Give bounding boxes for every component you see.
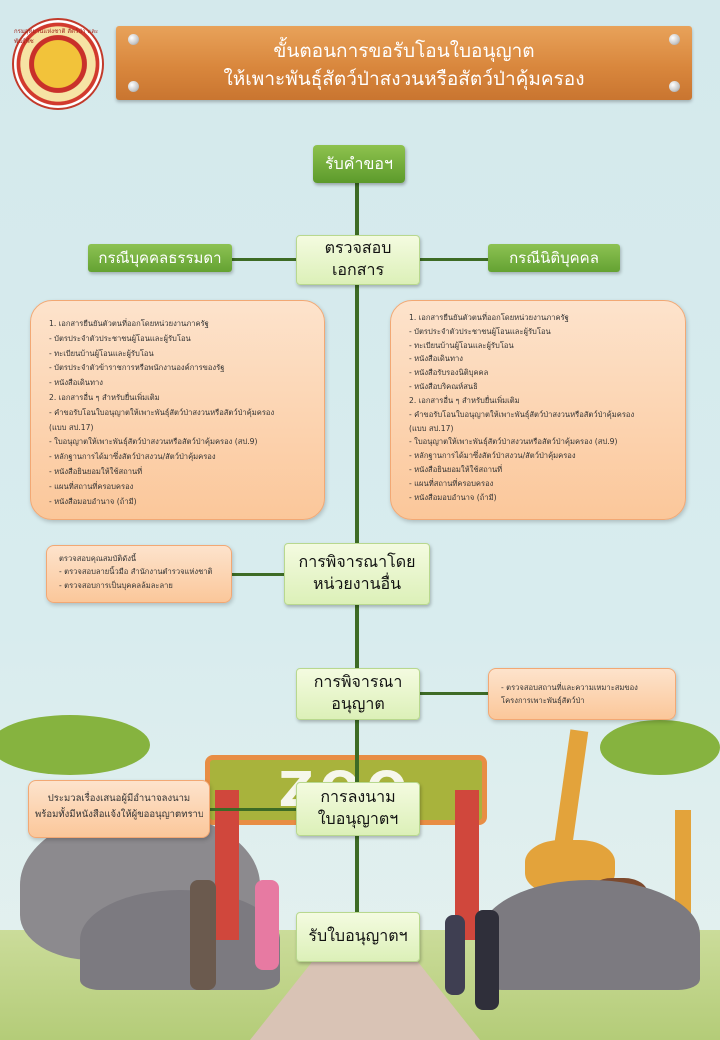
page-title-line2: ให้เพาะพันธุ์สัตว์ป่าสงวนหรือสัตว์ป่าคุ้… — [223, 69, 585, 90]
list-item: - แผนที่สถานที่ครอบครอง — [409, 478, 494, 488]
department-logo: กรมอุทยานแห่งชาติ สัตว์ป่า และพันธุ์พืช — [12, 18, 104, 110]
juristic-docs-list: 1. เอกสารยืนยันตัวตนที่ออกโดยหน่วยงานภาค… — [409, 311, 675, 504]
step-document-check-line2: เอกสาร — [331, 262, 385, 279]
other-agency-notes-list: ตรวจสอบคุณสมบัติดังนี้ - ตรวจสอบลายนิ้วมื… — [59, 552, 223, 592]
tree-left — [0, 715, 150, 775]
sign-notes-box: ประมวลเรื่องเสนอผู้มีอำนาจลงนามพร้อมทั้ง… — [28, 780, 210, 838]
visitor-4 — [475, 910, 499, 1010]
list-item: - หนังสือยินยอมให้ใช้สถานที่ — [409, 464, 503, 474]
list-item: ประมวลเรื่องเสนอผู้มีอำนาจลงนาม — [47, 793, 191, 804]
list-item: ตรวจสอบคุณสมบัติดังนี้ — [59, 554, 137, 563]
other-agency-notes-box: ตรวจสอบคุณสมบัติดังนี้ - ตรวจสอบลายนิ้วมื… — [46, 545, 232, 603]
individual-docs-box: 1. เอกสารยืนยันตัวตนที่ออกโดยหน่วยงานภาค… — [30, 300, 325, 520]
list-item: - ใบอนุญาตให้เพาะพันธุ์สัตว์ป่าสงวนหรือส… — [409, 437, 618, 447]
step-approval-line2: อนุญาต — [331, 696, 385, 713]
visitor-2 — [255, 880, 279, 970]
list-item: 2. เอกสารอื่น ๆ สำหรับยื่นเพิ่มเติม — [409, 395, 520, 405]
list-item: - บัตรประจำตัวข้าราชการหรือพนักงานองค์กา… — [49, 363, 225, 373]
list-item: - คำขอรับโอนใบอนุญาตให้เพาะพันธุ์สัตว์ป่… — [49, 407, 275, 417]
nail-icon — [128, 34, 139, 45]
logo-text: กรมอุทยานแห่งชาติ สัตว์ป่า และพันธุ์พืช — [14, 28, 99, 45]
list-item: 1. เอกสารยืนยันตัวตนที่ออกโดยหน่วยงานภาค… — [49, 319, 209, 328]
rock-left — [80, 890, 280, 990]
list-item: - หลักฐานการได้มาซึ่งสัตว์ป่าสงวน/สัตว์ป… — [49, 452, 216, 462]
list-item: - หนังสือมอบอำนาจ (ถ้ามี) — [409, 492, 497, 502]
nail-icon — [669, 81, 680, 92]
list-item: 2. เอกสารอื่น ๆ สำหรับยื่นเพิ่มเติม — [49, 392, 160, 402]
step-approval-line1: การพิจารณา — [313, 674, 403, 692]
visitor-1 — [190, 880, 216, 990]
list-item: (แบบ สป.17) — [409, 423, 454, 433]
list-item: - บัตรประจำตัวประชาชนผู้โอนและผู้รับโอน — [49, 333, 191, 343]
connector-approve — [420, 692, 488, 695]
giraffe-small — [675, 810, 691, 920]
nail-icon — [128, 81, 139, 92]
connector-individual — [232, 258, 296, 261]
individual-docs-list: 1. เอกสารยืนยันตัวตนที่ออกโดยหน่วยงานภาค… — [49, 317, 312, 509]
list-item: - หนังสือยินยอมให้ใช้สถานที่ — [49, 466, 143, 476]
step-other-agency: การพิจารณาโดย หน่วยงานอื่น — [284, 543, 430, 605]
nail-icon — [669, 34, 680, 45]
list-item: - หนังสือรับรองนิติบุคคล — [409, 368, 489, 378]
list-item: - ตรวจสอบการเป็นบุคคลล้มละลาย — [59, 580, 173, 590]
connector-other-agency — [232, 573, 284, 576]
list-item: 1. เอกสารยืนยันตัวตนที่ออกโดยหน่วยงานภาค… — [409, 313, 569, 322]
case-individual-tag: กรณีบุคคลธรรมดา — [88, 244, 232, 272]
list-item: โครงการเพาะพันธุ์สัตว์ป่า — [501, 696, 585, 706]
list-item: - ใบอนุญาตให้เพาะพันธุ์สัตว์ป่าสงวนหรือส… — [49, 437, 258, 447]
juristic-docs-box: 1. เอกสารยืนยันตัวตนที่ออกโดยหน่วยงานภาค… — [390, 300, 686, 520]
approve-notes-list: - ตรวจสอบสถานที่และความเหมาะสมของโครงการ… — [501, 681, 667, 708]
step-other-agency-line1: การพิจารณาโดย — [298, 554, 416, 572]
step-sign-line1: การลงนาม — [320, 789, 396, 807]
step-receive-request: รับคำขอฯ — [313, 145, 405, 183]
list-item: - ตรวจสอบสถานที่และความเหมาะสมของ — [501, 683, 638, 692]
step-sign-line2: ใบอนุญาตฯ — [317, 811, 399, 828]
approve-notes-box: - ตรวจสอบสถานที่และความเหมาะสมของโครงการ… — [488, 668, 676, 720]
gate-pillar-left — [215, 790, 239, 940]
step-approval: การพิจารณา อนุญาต — [296, 668, 420, 720]
step-receive-license: รับใบอนุญาตฯ — [296, 912, 420, 962]
list-item: (แบบ สป.17) — [49, 422, 94, 432]
title-banner: ขั้นตอนการขอรับโอนใบอนุญาต ให้เพาะพันธุ์… — [116, 26, 692, 100]
list-item: - หนังสือบริคณห์สนธิ — [409, 382, 478, 392]
list-item: - หนังสือมอบอำนาจ (ถ้ามี) — [49, 496, 137, 506]
visitor-3 — [445, 915, 465, 995]
step-document-check-line1: ตรวจสอบ — [324, 240, 392, 258]
list-item: - แผนที่สถานที่ครอบครอง — [49, 481, 134, 491]
list-item: - คำขอรับโอนใบอนุญาตให้เพาะพันธุ์สัตว์ป่… — [409, 409, 635, 419]
list-item: - หนังสือเดินทาง — [409, 354, 463, 364]
step-other-agency-line2: หน่วยงานอื่น — [312, 576, 402, 593]
rock-right — [480, 880, 700, 990]
list-item: - ทะเบียนบ้านผู้โอนและผู้รับโอน — [409, 340, 514, 350]
connector-sign — [210, 808, 296, 811]
case-juristic-tag: กรณีนิติบุคคล — [488, 244, 620, 272]
sign-notes-list: ประมวลเรื่องเสนอผู้มีอำนาจลงนามพร้อมทั้ง… — [35, 791, 203, 823]
list-item: - หลักฐานการได้มาซึ่งสัตว์ป่าสงวน/สัตว์ป… — [409, 451, 576, 461]
list-item: - ทะเบียนบ้านผู้โอนและผู้รับโอน — [49, 348, 154, 358]
connector-juristic — [420, 258, 488, 261]
step-document-check: ตรวจสอบ เอกสาร — [296, 235, 420, 285]
step-sign-license: การลงนาม ใบอนุญาตฯ — [296, 782, 420, 836]
list-item: - ตรวจสอบลายนิ้วมือ สำนักงานตำรวจแห่งชาต… — [59, 567, 213, 577]
list-item: - หนังสือเดินทาง — [49, 378, 103, 388]
list-item: พร้อมทั้งมีหนังสือแจ้งให้ผู้ขออนุญาตทราบ — [35, 809, 203, 821]
tree-right — [600, 720, 720, 775]
list-item: - บัตรประจำตัวประชาชนผู้โอนและผู้รับโอน — [409, 326, 551, 336]
page-title-line1: ขั้นตอนการขอรับโอนใบอนุญาต — [273, 41, 535, 62]
